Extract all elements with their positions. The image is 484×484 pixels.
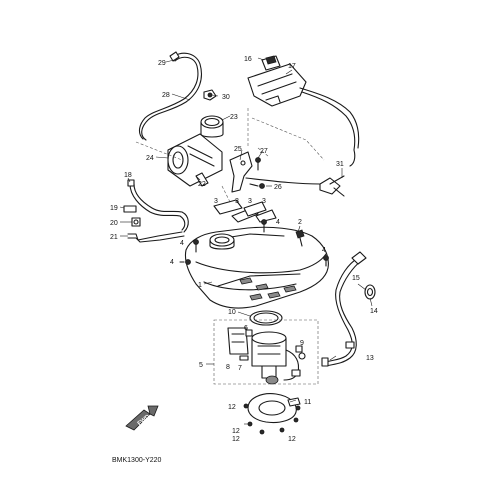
callout-25: 25 <box>234 146 242 153</box>
callout-26: 26 <box>274 184 282 191</box>
callout-21: 21 <box>110 234 118 241</box>
bolt-12-b <box>247 421 253 427</box>
callout-4-mid: 4 <box>276 219 280 226</box>
bolt-4-right <box>323 255 329 267</box>
callout-17: 17 <box>288 63 296 70</box>
cap-16 <box>261 55 281 71</box>
breather-hose <box>299 87 360 167</box>
callout-19: 19 <box>110 205 118 212</box>
callout-28: 28 <box>162 92 170 99</box>
callout-12b: 12 <box>232 428 240 435</box>
plate-11 <box>247 393 301 424</box>
bolt-4-left-lower <box>179 259 191 265</box>
front-arrow-icon: FWD <box>125 405 159 431</box>
gasket-10 <box>249 310 283 326</box>
vent-hose-28 <box>138 52 203 141</box>
callout-9: 9 <box>300 340 304 347</box>
bolt-4-mid <box>261 219 267 233</box>
hose-clip-29 <box>169 51 180 62</box>
hose-assembly-18-21 <box>123 179 189 243</box>
callout-2: 2 <box>298 219 302 226</box>
callout-8: 8 <box>226 364 230 371</box>
callout-18: 18 <box>124 172 132 179</box>
filter-8 <box>227 327 249 355</box>
callout-16: 16 <box>244 56 252 63</box>
callout-11: 11 <box>304 399 311 406</box>
callout-4-right: 4 <box>322 247 326 254</box>
callout-22: 22 <box>198 181 206 188</box>
bracket-25 <box>229 151 253 193</box>
callout-12a: 12 <box>228 404 236 411</box>
callout-14: 14 <box>370 308 378 315</box>
sensor-9 <box>298 352 306 360</box>
callout-3a: 3 <box>214 198 218 205</box>
diagram-code: BMK1300-Y220 <box>112 457 162 464</box>
fuel-tank-1 <box>184 226 329 309</box>
callout-15: 15 <box>352 275 360 282</box>
heat-plates-3 <box>213 199 277 223</box>
callout-12c: 12 <box>232 436 240 443</box>
bolt-12-e <box>293 417 299 423</box>
callout-3b: 3 <box>235 198 239 205</box>
collar-23 <box>200 115 224 138</box>
callout-4-left-upper: 4 <box>180 240 184 247</box>
callout-10: 10 <box>228 309 236 316</box>
bolt-26 <box>249 183 265 189</box>
callout-13: 13 <box>366 355 374 362</box>
fuel-pump-outline <box>213 319 319 385</box>
callout-4-left-lower: 4 <box>170 259 174 266</box>
connector-6 <box>245 329 253 337</box>
bolt-27 <box>255 157 261 171</box>
bolt-12-c <box>259 429 265 435</box>
fuel-pump-5 <box>251 331 303 385</box>
callout-24: 24 <box>146 155 154 162</box>
callout-20: 20 <box>110 220 118 227</box>
bracket-17 <box>247 63 307 107</box>
leader-lines <box>119 57 373 425</box>
hose-14-15 <box>321 251 376 367</box>
callout-30: 30 <box>222 94 230 101</box>
callout-31: 31 <box>336 161 344 168</box>
callout-3d: 3 <box>262 198 266 205</box>
bolt-12-d <box>279 427 285 433</box>
callout-23: 23 <box>230 114 238 121</box>
callout-12d: 12 <box>288 436 296 443</box>
callout-3c: 3 <box>248 198 252 205</box>
callout-1: 1 <box>198 282 202 289</box>
clip-7 <box>239 355 249 361</box>
callout-29: 29 <box>158 60 166 67</box>
bolt-4-left-upper <box>193 239 199 253</box>
callout-6: 6 <box>244 325 248 332</box>
callout-7: 7 <box>238 365 242 372</box>
callout-5: 5 <box>199 362 203 369</box>
clip-30 <box>203 89 217 101</box>
callout-labels: 29 28 30 23 24 22 25 27 26 16 17 31 18 1… <box>110 56 378 443</box>
callout-27: 27 <box>260 148 268 155</box>
hose-31-assembly <box>245 175 345 197</box>
canister-24 <box>167 133 223 187</box>
bolt-12-f <box>295 405 301 411</box>
